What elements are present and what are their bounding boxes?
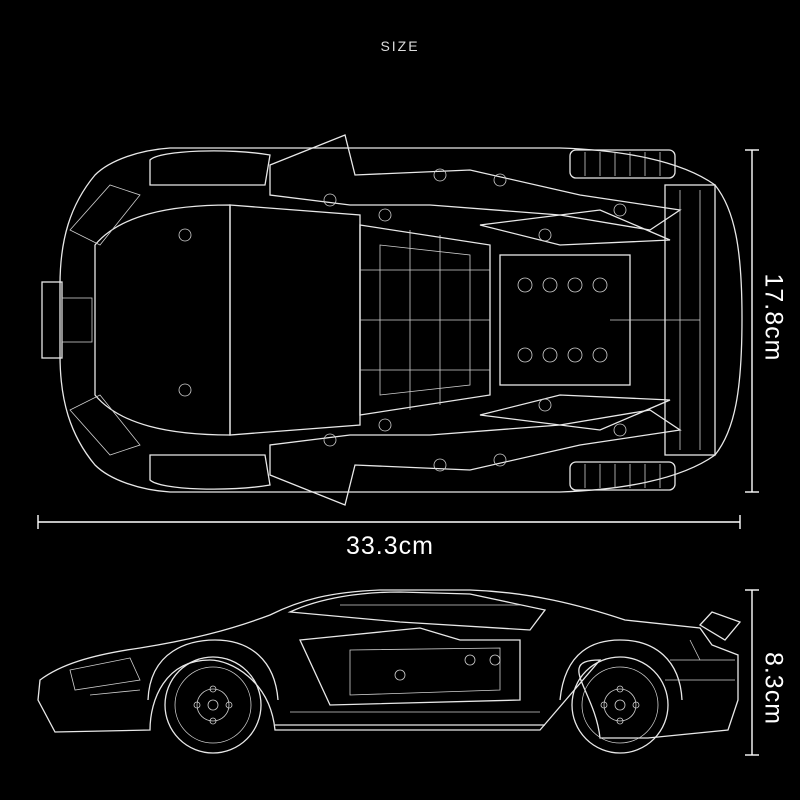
car-top-view: [41, 134, 743, 506]
length-dimension-line: [37, 515, 741, 529]
width-dimension-label: 17.8cm: [759, 273, 788, 362]
page-title: SIZE: [380, 38, 420, 54]
height-dimension-line: [745, 589, 759, 756]
width-dimension-line: [745, 149, 759, 493]
length-dimension-label: 33.3cm: [346, 532, 434, 560]
height-dimension-label: 8.3cm: [759, 651, 788, 726]
car-side-view: [37, 589, 742, 754]
